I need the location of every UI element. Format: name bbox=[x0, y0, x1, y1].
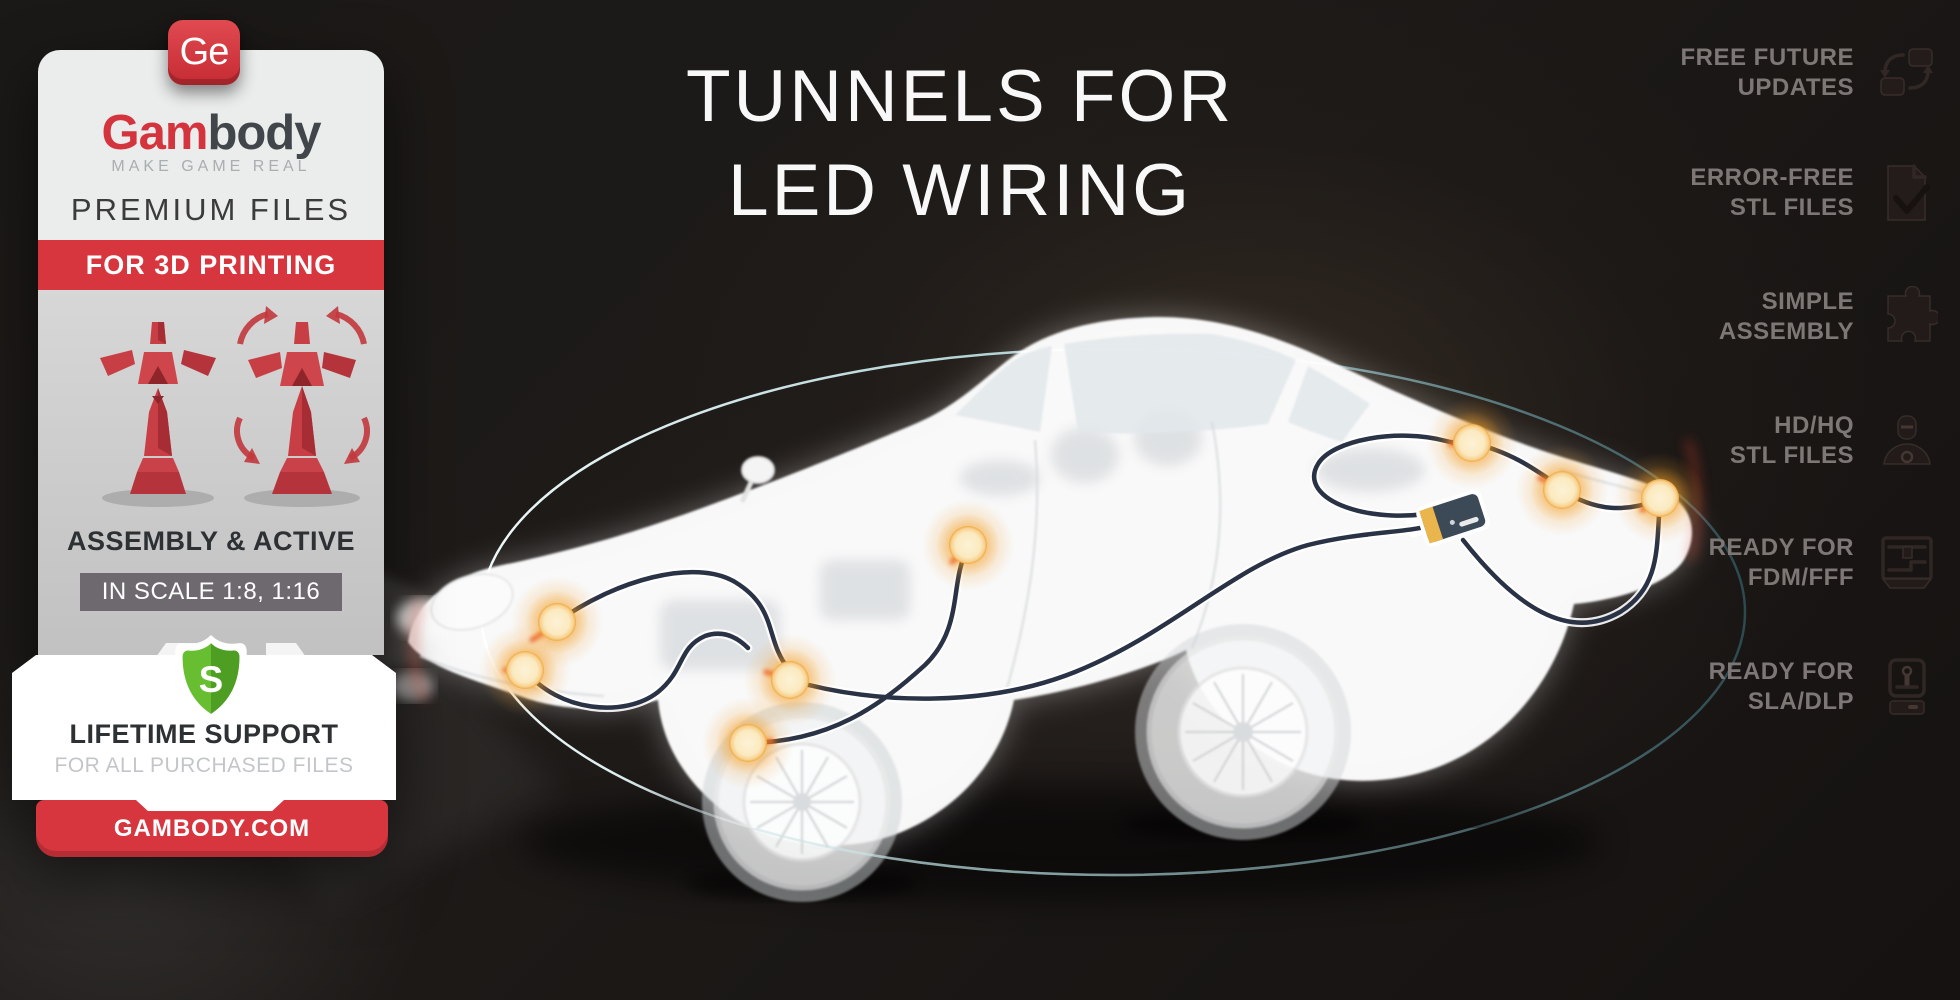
car-shadow bbox=[520, 784, 1600, 900]
led-dot bbox=[744, 634, 836, 726]
gambody-promo-card: Ge Gambody MAKE GAME REAL PREMIUM FILES … bbox=[38, 20, 384, 857]
led-dot bbox=[922, 499, 1014, 591]
page-title: TUNNELS FOR LED WIRING bbox=[560, 50, 1360, 238]
figurine-section: ASSEMBLY & ACTIVE IN SCALE 1:8, 1:16 bbox=[38, 290, 384, 655]
support-subtitle: FOR ALL PURCHASED FILES bbox=[54, 754, 354, 777]
card-header: Gambody MAKE GAME REAL PREMIUM FILES bbox=[38, 50, 384, 240]
feature-line: STL FILES bbox=[1729, 194, 1854, 221]
wires bbox=[502, 431, 1665, 748]
feature-line: FREE FUTURE bbox=[1680, 44, 1854, 71]
assembly-figure-icon bbox=[100, 322, 216, 507]
fender-mirror-icon bbox=[739, 456, 775, 504]
footer-link-text: GAMBODY.COM bbox=[113, 815, 311, 842]
sla-printer-icon bbox=[1888, 658, 1926, 715]
led-dot bbox=[1516, 444, 1608, 536]
feature-simple-assembly: SIMPLE ASSEMBLY bbox=[1654, 285, 1938, 349]
updates-icon bbox=[1880, 48, 1933, 96]
front-wheel bbox=[713, 713, 891, 891]
shield-icon: S bbox=[175, 635, 247, 723]
platform-floor bbox=[453, 340, 1773, 900]
wire-hot-tips bbox=[502, 440, 1661, 746]
feature-line: HD/HQ bbox=[1774, 412, 1854, 439]
feature-line: SLA/DLP bbox=[1747, 688, 1854, 715]
assembly-active-label: ASSEMBLY & ACTIVE bbox=[66, 526, 356, 556]
gambody-com-link[interactable]: GAMBODY.COM bbox=[36, 800, 388, 857]
led-dot bbox=[511, 576, 603, 668]
feature-error-free: ERROR-FREE STL FILES bbox=[1654, 161, 1938, 225]
car-windows bbox=[955, 333, 1370, 442]
logo-badge-text: Ge bbox=[179, 31, 230, 73]
brand-name: Gambody bbox=[101, 106, 322, 160]
led-rim-glow bbox=[410, 439, 1701, 702]
brand-rest: body bbox=[207, 106, 321, 160]
led-layer bbox=[479, 397, 1706, 789]
fdm-printer-icon bbox=[1881, 536, 1933, 589]
feature-line: ERROR-FREE bbox=[1690, 164, 1854, 191]
feature-line: FDM/FFF bbox=[1747, 564, 1854, 591]
active-figure-icon bbox=[234, 306, 370, 507]
led-dot bbox=[702, 697, 794, 789]
feature-hd-hq: HD/HQ STL FILES bbox=[1654, 409, 1938, 473]
power-connector-icon bbox=[1406, 489, 1490, 547]
scale-badge: IN SCALE 1:8, 1:16 bbox=[79, 573, 343, 611]
brand-tagline: MAKE GAME REAL bbox=[111, 158, 311, 175]
bust-icon bbox=[1883, 415, 1931, 465]
brand-accent: Gam bbox=[101, 106, 209, 160]
gambody-logo-icon: Ge bbox=[168, 20, 240, 85]
feature-free-updates: FREE FUTURE UPDATES bbox=[1654, 41, 1938, 105]
for-3d-printing-banner: FOR 3D PRINTING bbox=[38, 240, 384, 290]
shield-letter: S bbox=[199, 659, 223, 700]
feature-line: READY FOR bbox=[1708, 658, 1854, 685]
document-check-icon bbox=[1887, 164, 1930, 221]
feature-line: UPDATES bbox=[1737, 74, 1854, 101]
car bbox=[408, 316, 1701, 902]
feature-ready-sla: READY FOR SLA/DLP bbox=[1654, 655, 1938, 719]
figurines-illustration bbox=[100, 306, 370, 507]
feature-line: READY FOR bbox=[1708, 534, 1854, 561]
feature-line: STL FILES bbox=[1729, 442, 1854, 469]
feature-line: SIMPLE bbox=[1761, 288, 1854, 315]
rear-wheel bbox=[1146, 635, 1340, 829]
title-line-1: TUNNELS FOR bbox=[685, 56, 1235, 137]
led-dot bbox=[1426, 397, 1518, 489]
ribbon-tab bbox=[136, 800, 284, 811]
feature-ready-fdm: READY FOR FDM/FFF bbox=[1654, 531, 1938, 595]
led-dot bbox=[479, 624, 571, 716]
platform-ellipse bbox=[479, 347, 1747, 877]
puzzle-icon bbox=[1887, 286, 1938, 342]
title-line-2: LED WIRING bbox=[728, 150, 1192, 231]
feature-line: ASSEMBLY bbox=[1718, 318, 1854, 345]
premium-files-label: PREMIUM FILES bbox=[70, 192, 352, 227]
